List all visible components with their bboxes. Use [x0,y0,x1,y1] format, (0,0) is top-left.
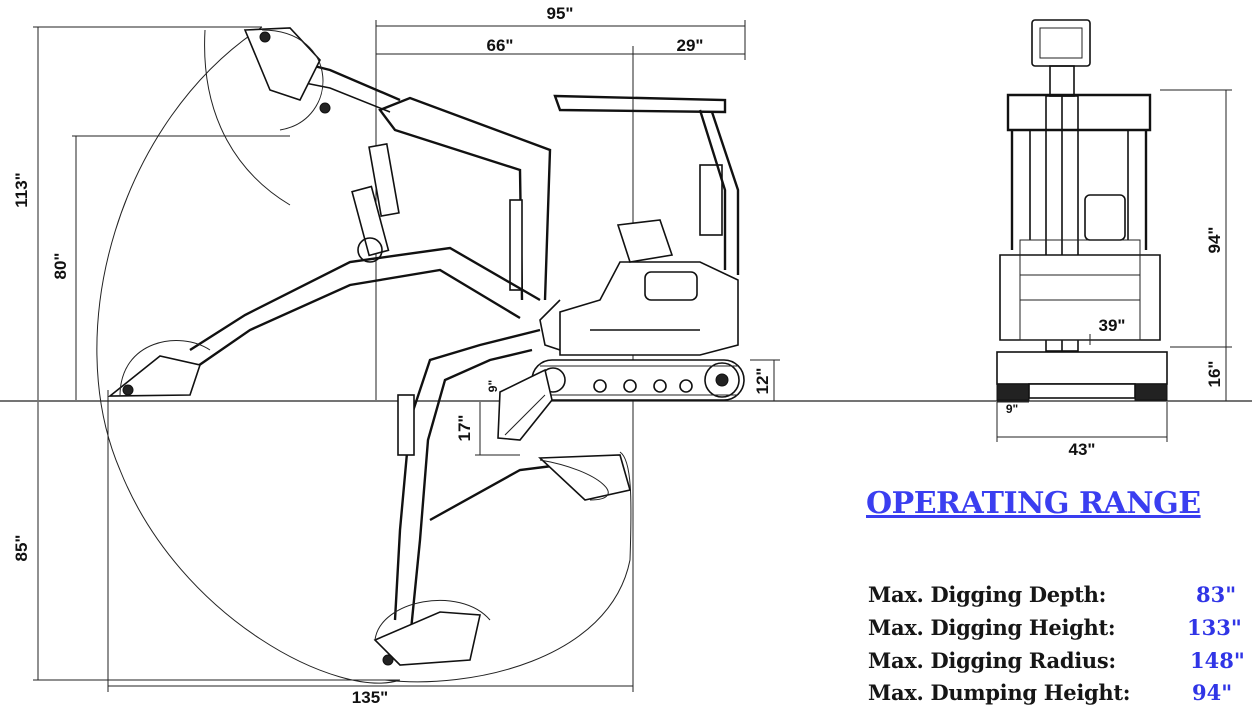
dim-12: 12" [753,368,772,395]
operating-range-title: OPERATING RANGE [866,486,1201,521]
spec-value: 83" [1196,582,1237,607]
dim-39: 39" [1099,316,1126,335]
dim-43: 43" [1069,440,1096,459]
dim-16: 16" [1205,361,1224,388]
side-excavator [107,27,745,666]
reach-arc [96,26,401,684]
dim-66: 66" [487,36,514,55]
spec-label: Max. Digging Radius: [868,648,1116,673]
dim-135: 135" [352,688,388,707]
dim-95: 95" [547,4,574,23]
spec-row-digging-height: Max. Digging Height: 133" [868,615,1252,645]
dim-94: 94" [1205,227,1224,254]
spec-value: 148" [1190,648,1245,673]
dig-arc [384,451,632,683]
spec-label: Max. Digging Height: [868,615,1116,640]
dim-80: 80" [51,253,70,280]
rear-excavator [996,19,1168,401]
dim-29: 29" [677,36,704,55]
dim-85: 85" [12,535,31,562]
spec-row-digging-radius: Max. Digging Radius: 148" [868,648,1252,678]
dim-17: 17" [455,415,474,442]
spec-row-dumping-height: Max. Dumping Height: 94" [868,680,1252,707]
dim-9-side: 9" [486,380,500,392]
spec-value: 94" [1192,680,1233,705]
rear-dimension-lines [996,89,1232,442]
spec-label: Max. Dumping Height: [868,680,1131,705]
spec-label: Max. Digging Depth: [868,582,1107,607]
spec-row-digging-depth: Max. Digging Depth: 83" [868,582,1252,612]
side-dimension-lines [33,20,780,692]
spec-value: 133" [1187,615,1242,640]
operating-range-panel: OPERATING RANGE Max. Digging Depth: 83" … [866,486,1252,707]
dim-113: 113" [12,172,31,208]
dim-9-rear: 9" [1006,402,1018,416]
reach-arc-inner [204,29,291,206]
